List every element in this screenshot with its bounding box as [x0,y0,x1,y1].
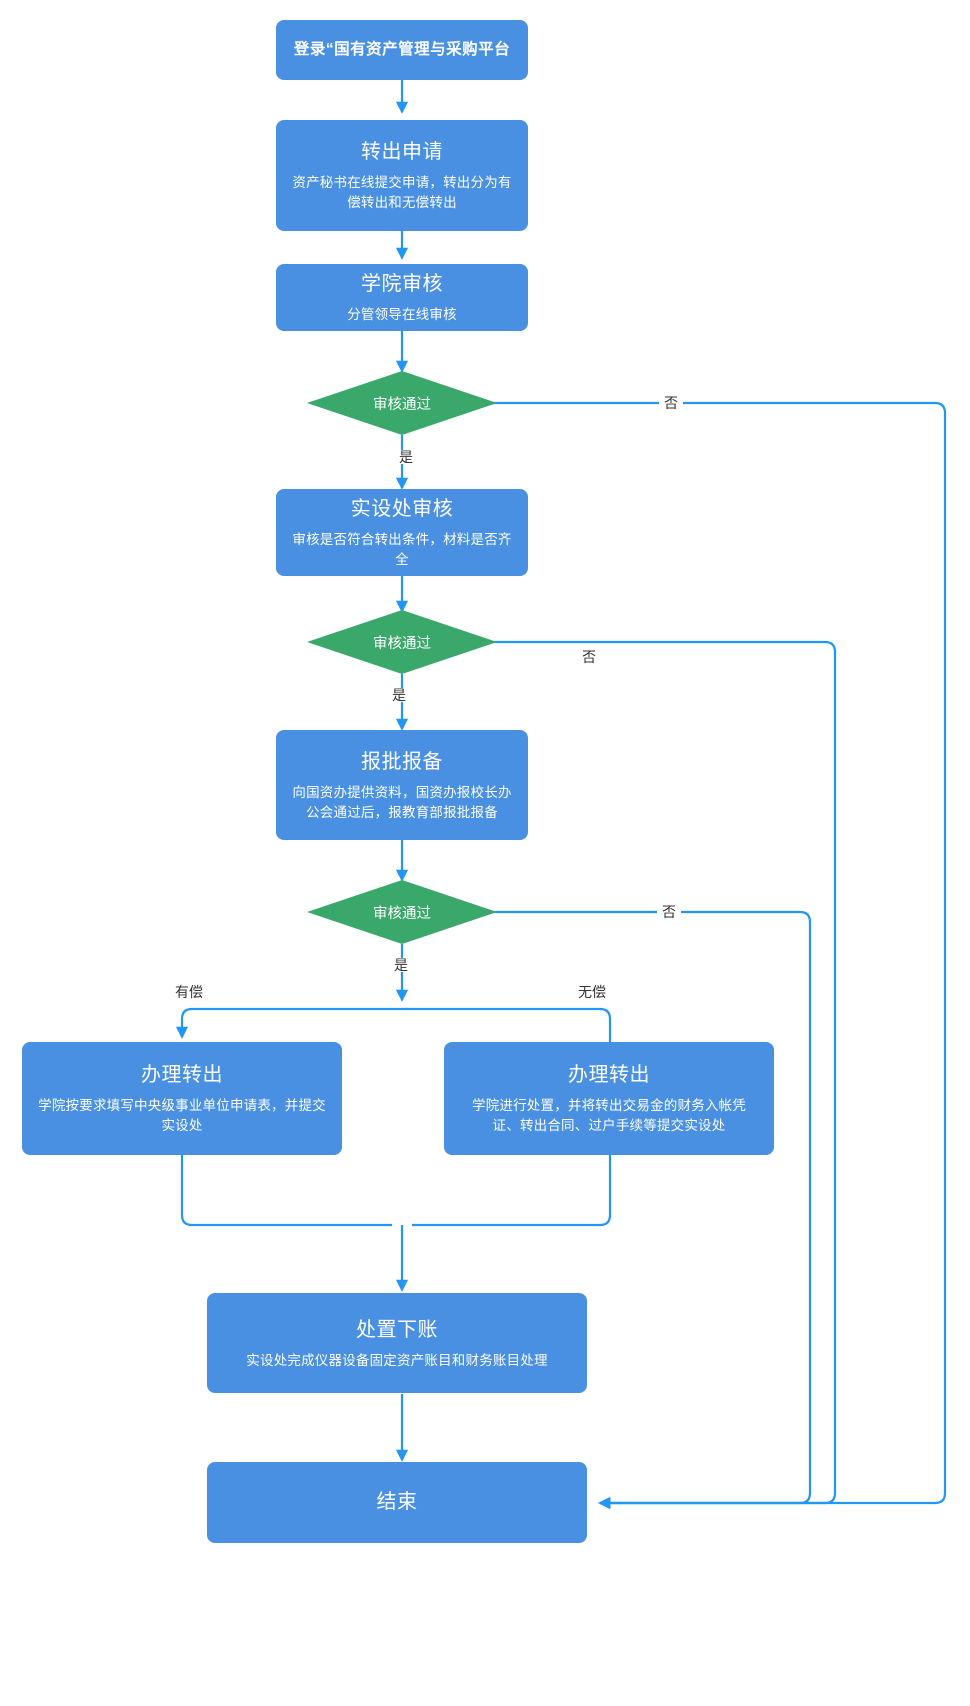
decision-approval-filing-pass[interactable]: 审核通过 [307,880,497,944]
node-transfer-paid[interactable]: 办理转出 学院按要求填写中央级事业单位申请表，并提交实设处 [22,1042,342,1155]
node-write-off[interactable]: 处置下账 实设处完成仪器设备固定资产账目和财务账目处理 [207,1293,587,1393]
node-end[interactable]: 结束 [207,1462,587,1543]
edge-label-yes-1: 是 [394,450,418,464]
node-lab-office-review-desc: 审核是否符合转出条件，材料是否齐全 [292,532,512,567]
node-end-title: 结束 [376,1491,418,1513]
edge-label-yes-3: 是 [389,958,413,972]
edge-free-to-merge [412,1155,612,1227]
edge-split-to-free [402,1007,612,1045]
edge-label-yes-2: 是 [387,688,411,702]
node-login[interactable]: 登录“国有资产管理与采购平台 [276,20,528,80]
node-lab-office-review[interactable]: 实设处审核 审核是否符合转出条件，材料是否齐全 [276,489,528,576]
node-approval-filing-desc: 向国资办提供资料，国资办报校长办公会通过后，报教育部报批报备 [292,784,512,820]
edge-paid-to-merge [180,1155,392,1227]
node-lab-office-review-title: 实设处审核 [350,498,454,521]
node-college-review[interactable]: 学院审核 分管领导在线审核 [276,264,528,331]
node-approval-filing[interactable]: 报批报备 向国资办提供资料，国资办报校长办公会通过后，报教育部报批报备 [276,730,528,840]
node-transfer-free-desc: 学院进行处置，并将转出交易金的财务入帐凭证、转出合同、过户手续等提交实设处 [472,1098,746,1133]
node-transfer-free[interactable]: 办理转出 学院进行处置，并将转出交易金的财务入帐凭证、转出合同、过户手续等提交实… [444,1042,774,1155]
edge-split-to-paid [175,1007,402,1039]
edge-label-paid: 有偿 [170,985,208,999]
node-transfer-free-title: 办理转出 [568,1064,650,1087]
node-college-review-desc: 分管领导在线审核 [347,307,457,323]
edge-decision1-no-to-end [490,401,947,1510]
node-login-title: 登录“国有资产管理与采购平台 [293,40,511,58]
node-transfer-application[interactable]: 转出申请 资产秘书在线提交申请，转出分为有偿转出和无偿转出 [276,120,528,231]
decision-approval-filing-pass-label: 审核通过 [373,905,431,922]
edge-decision3-no-to-end [488,910,812,1510]
decision-lab-office-review-pass[interactable]: 审核通过 [307,610,497,674]
node-transfer-application-title: 转出申请 [361,141,443,164]
edge-label-free: 无偿 [573,985,611,999]
node-approval-filing-title: 报批报备 [361,750,443,773]
node-transfer-application-desc: 资产秘书在线提交申请，转出分为有偿转出和无偿转出 [292,175,512,210]
edge-label-no-3: 否 [657,905,681,919]
node-transfer-paid-desc: 学院按要求填写中央级事业单位申请表，并提交实设处 [38,1098,326,1133]
decision-lab-office-review-pass-label: 审核通过 [373,635,431,652]
node-write-off-title: 处置下账 [356,1318,438,1341]
edge-label-no-1: 否 [659,396,683,410]
decision-college-review-pass-label: 审核通过 [373,396,431,413]
edge-label-no-2: 否 [577,650,601,664]
node-transfer-paid-title: 办理转出 [141,1064,223,1087]
decision-college-review-pass[interactable]: 审核通过 [307,371,497,435]
node-write-off-desc: 实设处完成仪器设备固定资产账目和财务账目处理 [246,1352,548,1368]
edge-decision2-no-to-end [488,640,837,1510]
node-college-review-title: 学院审核 [361,273,443,296]
